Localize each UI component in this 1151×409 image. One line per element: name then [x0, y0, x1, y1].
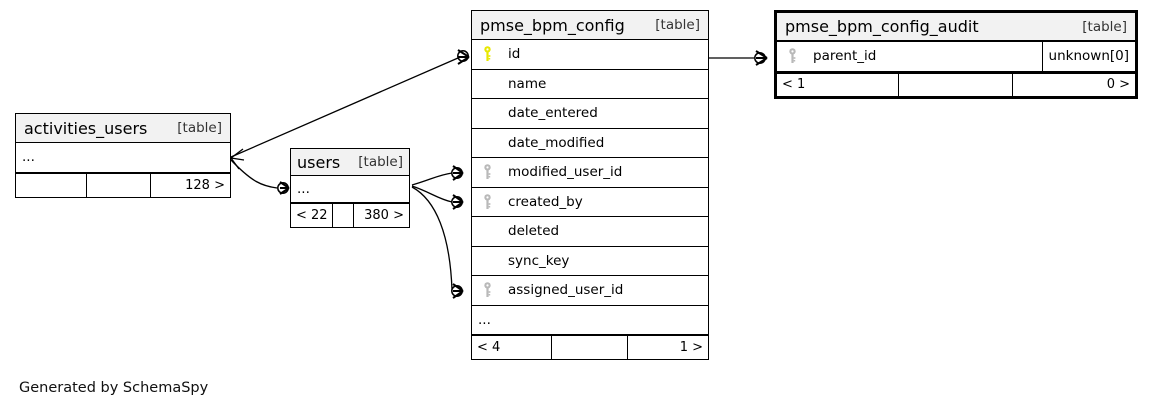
table-header-activities_users: activities_users [table] — [16, 114, 230, 143]
table-footer-users: < 22 380 > — [291, 203, 409, 227]
edge-users-to-modified_user_id — [411, 165, 464, 186]
primary-key-icon — [472, 46, 502, 62]
footer-parents-count: < 4 — [472, 336, 553, 359]
footer-middle — [87, 173, 151, 197]
table-header-pmse_bpm_config_audit: pmse_bpm_config_audit [table] — [777, 13, 1135, 42]
edge-activities_users-to-users — [230, 159, 290, 195]
edge-activities_users-to-pmse_bpm_config-id — [230, 49, 470, 158]
footer-children-count: 0 > — [1106, 77, 1130, 92]
column-name: deleted — [508, 223, 560, 240]
footer-middle — [899, 73, 1014, 96]
table-footer-pmse_bpm_config_audit: < 1 0 > — [777, 71, 1135, 96]
column-type: unknown[0] — [1041, 42, 1135, 71]
footer-middle — [552, 336, 628, 359]
table-row[interactable]: name — [472, 70, 708, 99]
table-activities_users[interactable]: activities_users [table] ... 128 > — [15, 113, 231, 198]
table-tag: [table] — [1082, 18, 1127, 35]
footer-children-count: 1 > — [679, 340, 703, 355]
footer-children-count: 128 > — [185, 177, 225, 193]
table-row[interactable]: ... — [472, 306, 708, 335]
edge-users-to-created_by — [411, 185, 464, 210]
generated-by-label: Generated by SchemaSpy — [19, 380, 209, 396]
column-name: name — [508, 75, 547, 92]
column-name: ... — [22, 149, 35, 166]
table-pmse_bpm_config[interactable]: pmse_bpm_config [table] id name date_ent… — [471, 10, 709, 360]
column-name: parent_id — [813, 48, 877, 65]
column-name: ... — [478, 311, 491, 328]
table-row[interactable]: deleted — [472, 217, 708, 247]
table-tag: [table] — [177, 120, 222, 136]
foreign-key-icon — [472, 282, 502, 298]
table-row[interactable]: date_entered — [472, 99, 708, 129]
table-row[interactable]: ... — [291, 176, 409, 203]
table-footer-pmse_bpm_config: < 4 1 > — [472, 335, 708, 359]
table-header-users: users [table] — [291, 149, 409, 176]
table-title: activities_users — [24, 118, 148, 138]
crowsfoot-activities_users-right — [230, 148, 245, 170]
table-row[interactable]: ... — [16, 143, 230, 173]
table-footer-activities_users: 128 > — [16, 172, 230, 197]
table-row[interactable]: parent_id unknown[0] — [777, 42, 1135, 72]
footer-parents-count — [16, 173, 87, 197]
edge-users-to-assigned_user_id — [411, 186, 464, 299]
table-pmse_bpm_config_audit[interactable]: pmse_bpm_config_audit [table] parent_id … — [774, 10, 1138, 99]
table-title: pmse_bpm_config_audit — [785, 17, 979, 36]
table-row[interactable]: sync_key — [472, 247, 708, 276]
column-name: created_by — [508, 193, 583, 210]
table-row[interactable]: date_modified — [472, 129, 708, 158]
foreign-key-icon — [472, 164, 502, 180]
footer-middle — [333, 204, 354, 227]
column-name: modified_user_id — [508, 164, 623, 181]
column-name: sync_key — [508, 252, 570, 269]
column-name: date_entered — [508, 105, 598, 122]
table-row[interactable]: assigned_user_id — [472, 276, 708, 306]
table-title: pmse_bpm_config — [480, 15, 625, 35]
foreign-key-icon — [777, 48, 807, 64]
table-row[interactable]: id — [472, 40, 708, 70]
footer-children-count: 380 > — [364, 208, 404, 223]
table-users[interactable]: users [table] ... < 22 380 > — [290, 148, 410, 228]
table-title: users — [297, 152, 341, 172]
edge-pmse_bpm_config-to-audit — [709, 50, 768, 66]
table-header-pmse_bpm_config: pmse_bpm_config [table] — [472, 11, 708, 40]
foreign-key-icon — [472, 193, 502, 210]
table-tag: [table] — [358, 154, 403, 170]
column-name: assigned_user_id — [508, 282, 624, 299]
table-row[interactable]: created_by — [472, 188, 708, 217]
column-name: ... — [297, 181, 310, 197]
table-row[interactable]: modified_user_id — [472, 158, 708, 188]
footer-parents-count: < 1 — [777, 73, 899, 96]
column-name: date_modified — [508, 134, 605, 151]
table-tag: [table] — [655, 17, 700, 33]
column-name: id — [508, 46, 521, 63]
footer-parents-count: < 22 — [291, 204, 334, 227]
